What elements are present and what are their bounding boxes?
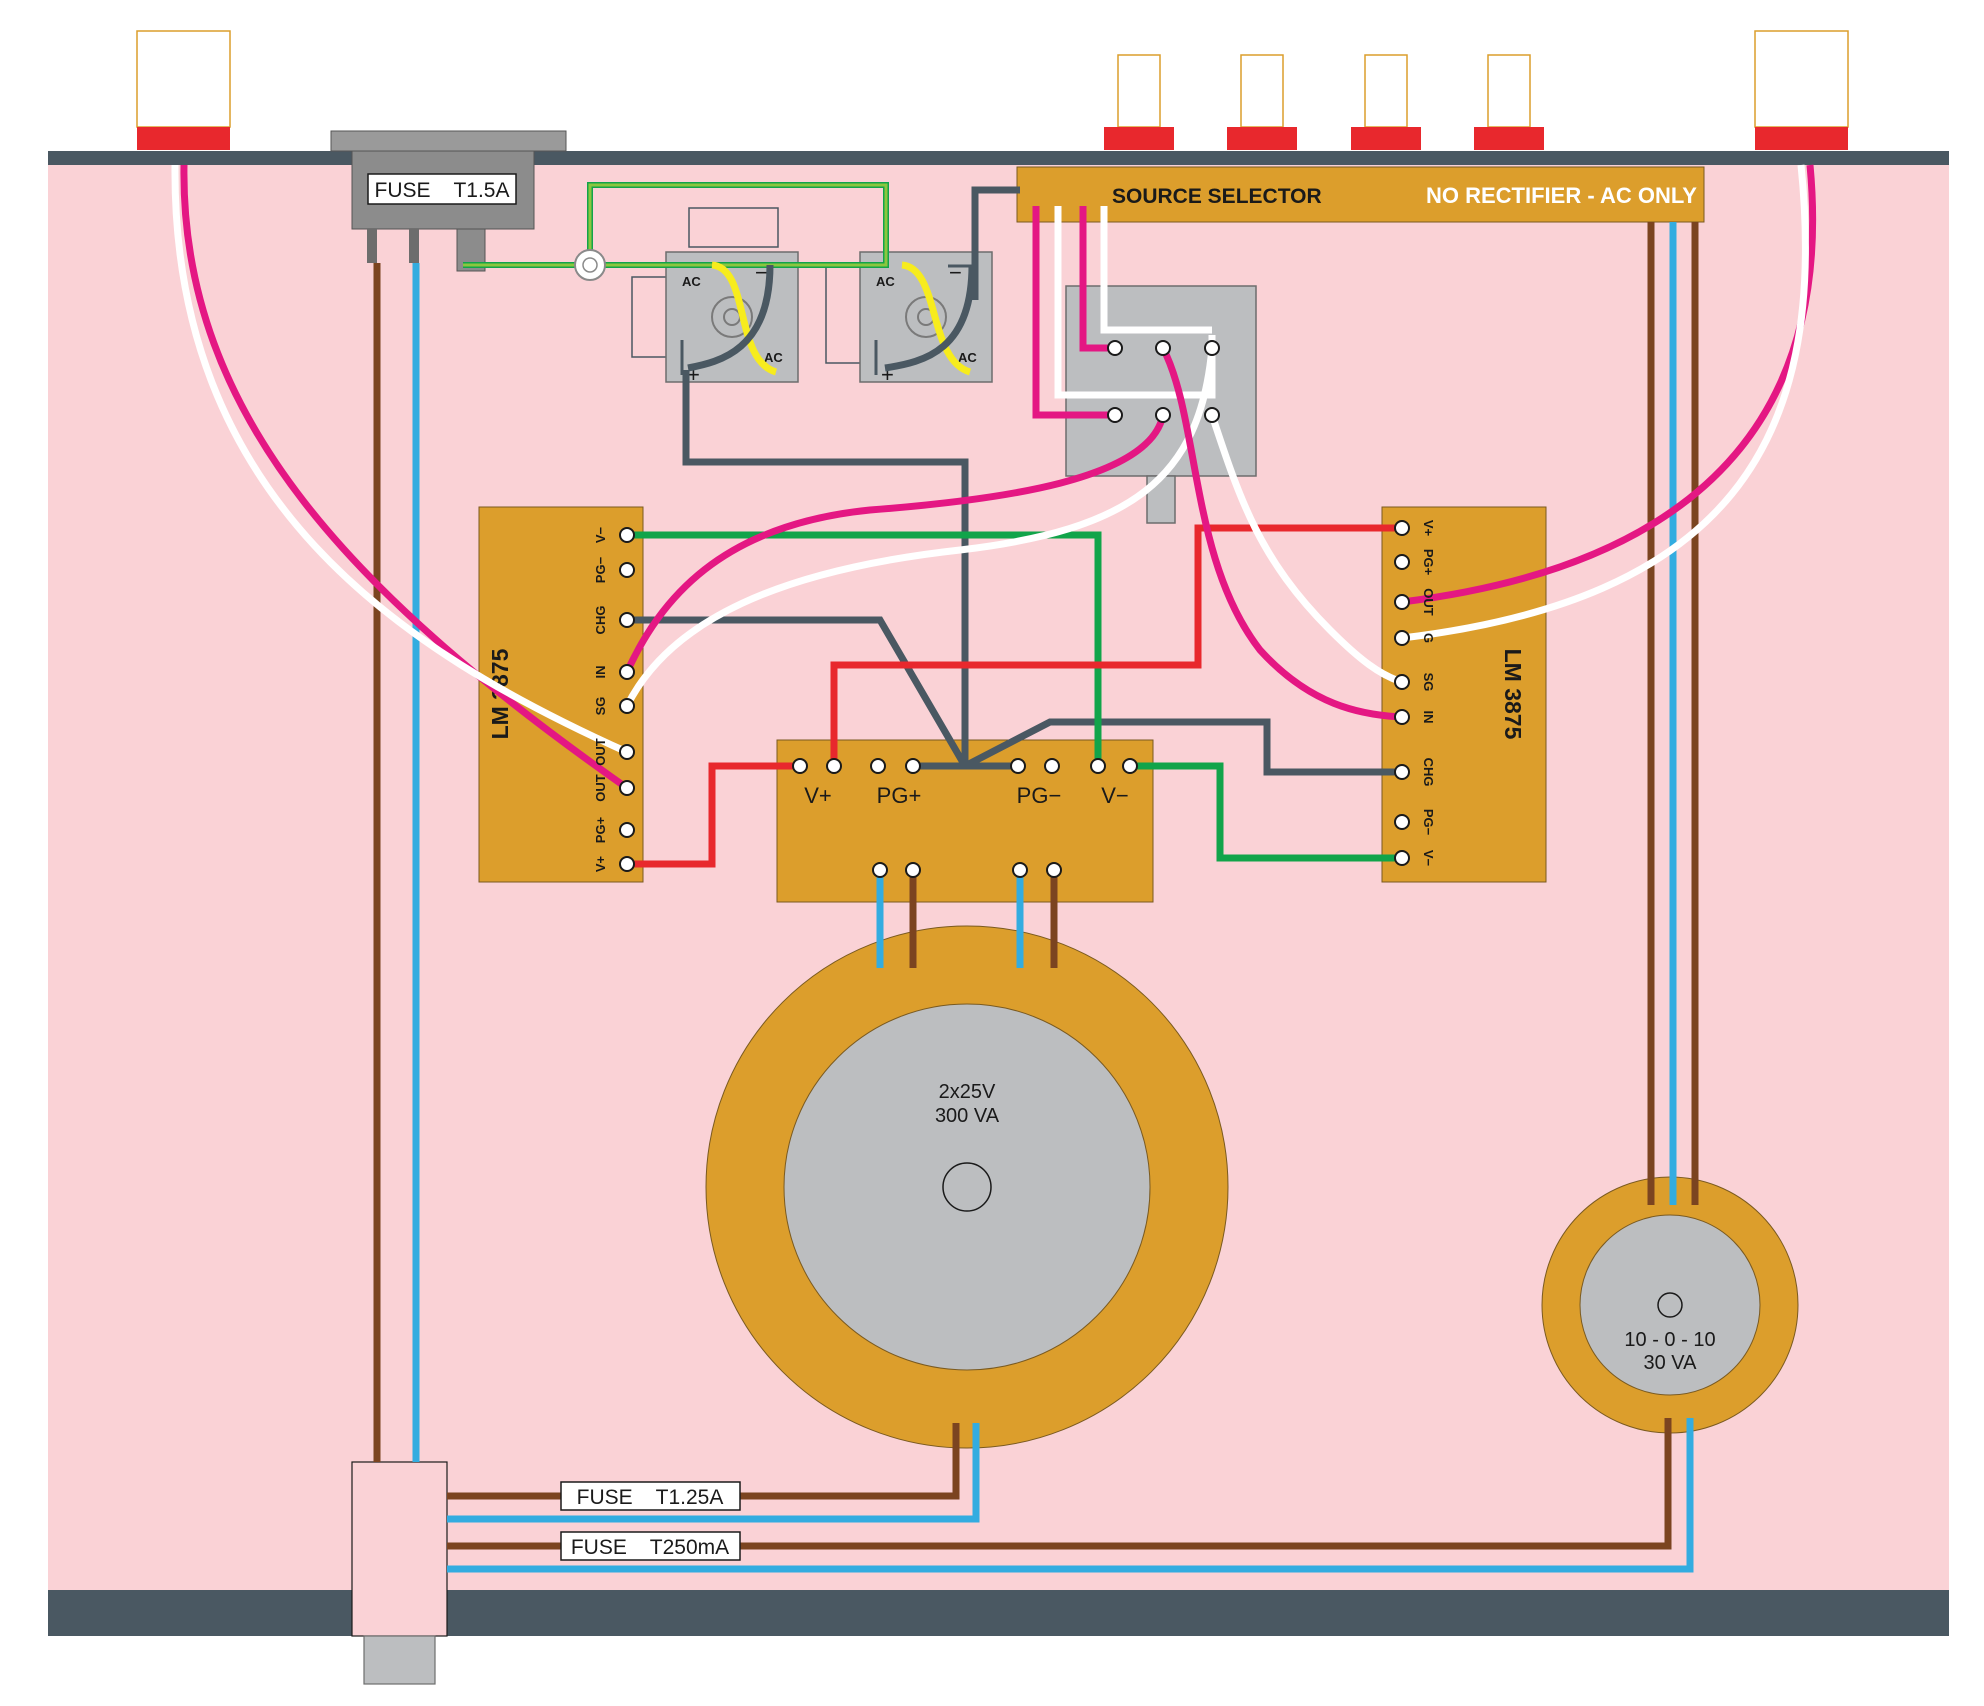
inlet-fuse-label: FUSE T1.5A	[375, 179, 510, 202]
rect1-ac-top-label: AC	[682, 274, 701, 289]
source-selector-title: SOURCE SELECTOR	[1112, 185, 1322, 208]
left-pin-chg: CHG	[593, 606, 608, 635]
white-selector-to-right-sg	[1208, 413, 1404, 686]
left-pin-pgplus: PG+	[593, 816, 608, 843]
rca-input-3	[1351, 54, 1421, 150]
rect2-minus-label: −	[949, 260, 962, 285]
left-amp-pins: V− PG− CHG IN SG OUT OUT PG+ V+	[593, 526, 635, 872]
gray-wire-selector-ground	[971, 186, 1020, 300]
speaker-terminal-right	[1754, 30, 1849, 150]
main-transformer-voltage: 2x25V	[939, 1081, 996, 1103]
white-left-speaker	[171, 164, 629, 756]
power-switch	[351, 1461, 448, 1685]
psu-label-vplus: V+	[804, 783, 832, 808]
psu-pins	[792, 758, 1138, 878]
fuse-main-transformer-label: FUSE T1.25A	[577, 1486, 724, 1509]
rear-panel	[48, 151, 1949, 165]
green-wire-right-vminus	[1130, 762, 1402, 862]
left-pin-sg: SG	[593, 697, 608, 716]
aux-primary-neutral	[447, 1418, 1694, 1573]
gray-wire-rect2-minus	[884, 264, 976, 372]
rca-input-2	[1227, 54, 1297, 150]
earth-wire	[463, 182, 889, 281]
aux-transformer-voltage: 10 - 0 - 10	[1624, 1329, 1715, 1351]
main-transformer-rating: 300 VA	[935, 1105, 1000, 1127]
gray-wire-right-chg	[963, 718, 1402, 776]
source-selector-board: SOURCE SELECTOR NO RECTIFIER - AC ONLY	[1016, 166, 1705, 223]
inlet-fuse-label-box	[367, 173, 517, 205]
red-wire-left-vplus	[627, 762, 800, 868]
right-amp-title: LM 3875	[1500, 649, 1526, 740]
iec-inlet: FUSE T1.5A	[330, 130, 567, 272]
gray-wire-rect1-plus	[682, 370, 969, 766]
white-selector-to-left-sg	[623, 347, 1216, 708]
right-pin-pgminus: PG−	[1421, 809, 1436, 836]
rect1-ac-bottom-label: AC	[764, 350, 783, 365]
rect2-ac-bottom-label: AC	[958, 350, 977, 365]
right-pin-vplus: V+	[1421, 520, 1436, 537]
left-pin-out-2: OUT	[593, 774, 608, 802]
left-pin-in: IN	[593, 666, 608, 679]
rect2-ac-top-label: AC	[876, 274, 895, 289]
selector-white-2	[1100, 206, 1212, 334]
left-pin-vplus: V+	[593, 855, 608, 872]
magenta-selector-to-right-in	[1159, 346, 1403, 721]
source-selector-note: NO RECTIFIER - AC ONLY	[1426, 183, 1697, 208]
selector-switch-pins	[1107, 340, 1220, 423]
left-pin-out-1: OUT	[593, 738, 608, 766]
magenta-right-speaker	[1401, 164, 1817, 606]
fuse-aux-transformer: FUSE T250mA	[560, 1531, 741, 1561]
psu-label-pgminus: PG−	[1017, 783, 1062, 808]
speaker-terminal-left	[136, 30, 231, 150]
rect2-ac-jumper	[901, 261, 972, 376]
rca-input-1	[1104, 54, 1174, 150]
right-pin-chg: CHG	[1421, 758, 1436, 787]
right-pin-sg: SG	[1421, 673, 1436, 692]
right-pin-vminus: V−	[1421, 850, 1436, 867]
psu-label-vminus: V−	[1101, 783, 1129, 808]
psu-label-pgplus: PG+	[877, 783, 922, 808]
rca-input-4	[1474, 54, 1544, 150]
left-pin-pgminus: PG−	[593, 556, 608, 583]
right-pin-pgplus: PG+	[1421, 549, 1436, 576]
fuse-main-transformer: FUSE T1.25A	[560, 1481, 741, 1511]
magenta-selector-to-left-in	[623, 414, 1167, 674]
main-primary-neutral	[447, 1423, 980, 1523]
aux-transformer-rating: 30 VA	[1644, 1352, 1698, 1374]
magenta-left-speaker	[180, 164, 630, 791]
selector-magenta-1	[1032, 206, 1115, 419]
right-pin-g: G	[1421, 633, 1436, 643]
rect1-ac-jumper	[711, 261, 778, 376]
right-pin-out: OUT	[1421, 588, 1436, 616]
white-right-speaker	[1401, 164, 1809, 642]
front-panel	[48, 1590, 1949, 1636]
main-transformer: 2x25V 300 VA	[705, 925, 1229, 1449]
red-wire-right-vplus	[830, 524, 1402, 766]
gray-wire-rect-minus	[687, 264, 774, 372]
right-pin-in: IN	[1421, 711, 1436, 724]
fuse-aux-transformer-label: FUSE T250mA	[571, 1536, 729, 1559]
aux-primary-live	[447, 1418, 1672, 1550]
green-wire-left-vminus	[627, 531, 1102, 766]
left-pin-vminus: V−	[593, 526, 608, 543]
aux-transformer: 10 - 0 - 10 30 VA	[1541, 1176, 1799, 1434]
bridge-rectifier-1: AC AC + −	[631, 207, 799, 387]
selector-magenta-2	[1079, 206, 1115, 352]
right-amp-pins: V+ PG+ OUT G SG IN CHG PG− V−	[1394, 520, 1436, 867]
